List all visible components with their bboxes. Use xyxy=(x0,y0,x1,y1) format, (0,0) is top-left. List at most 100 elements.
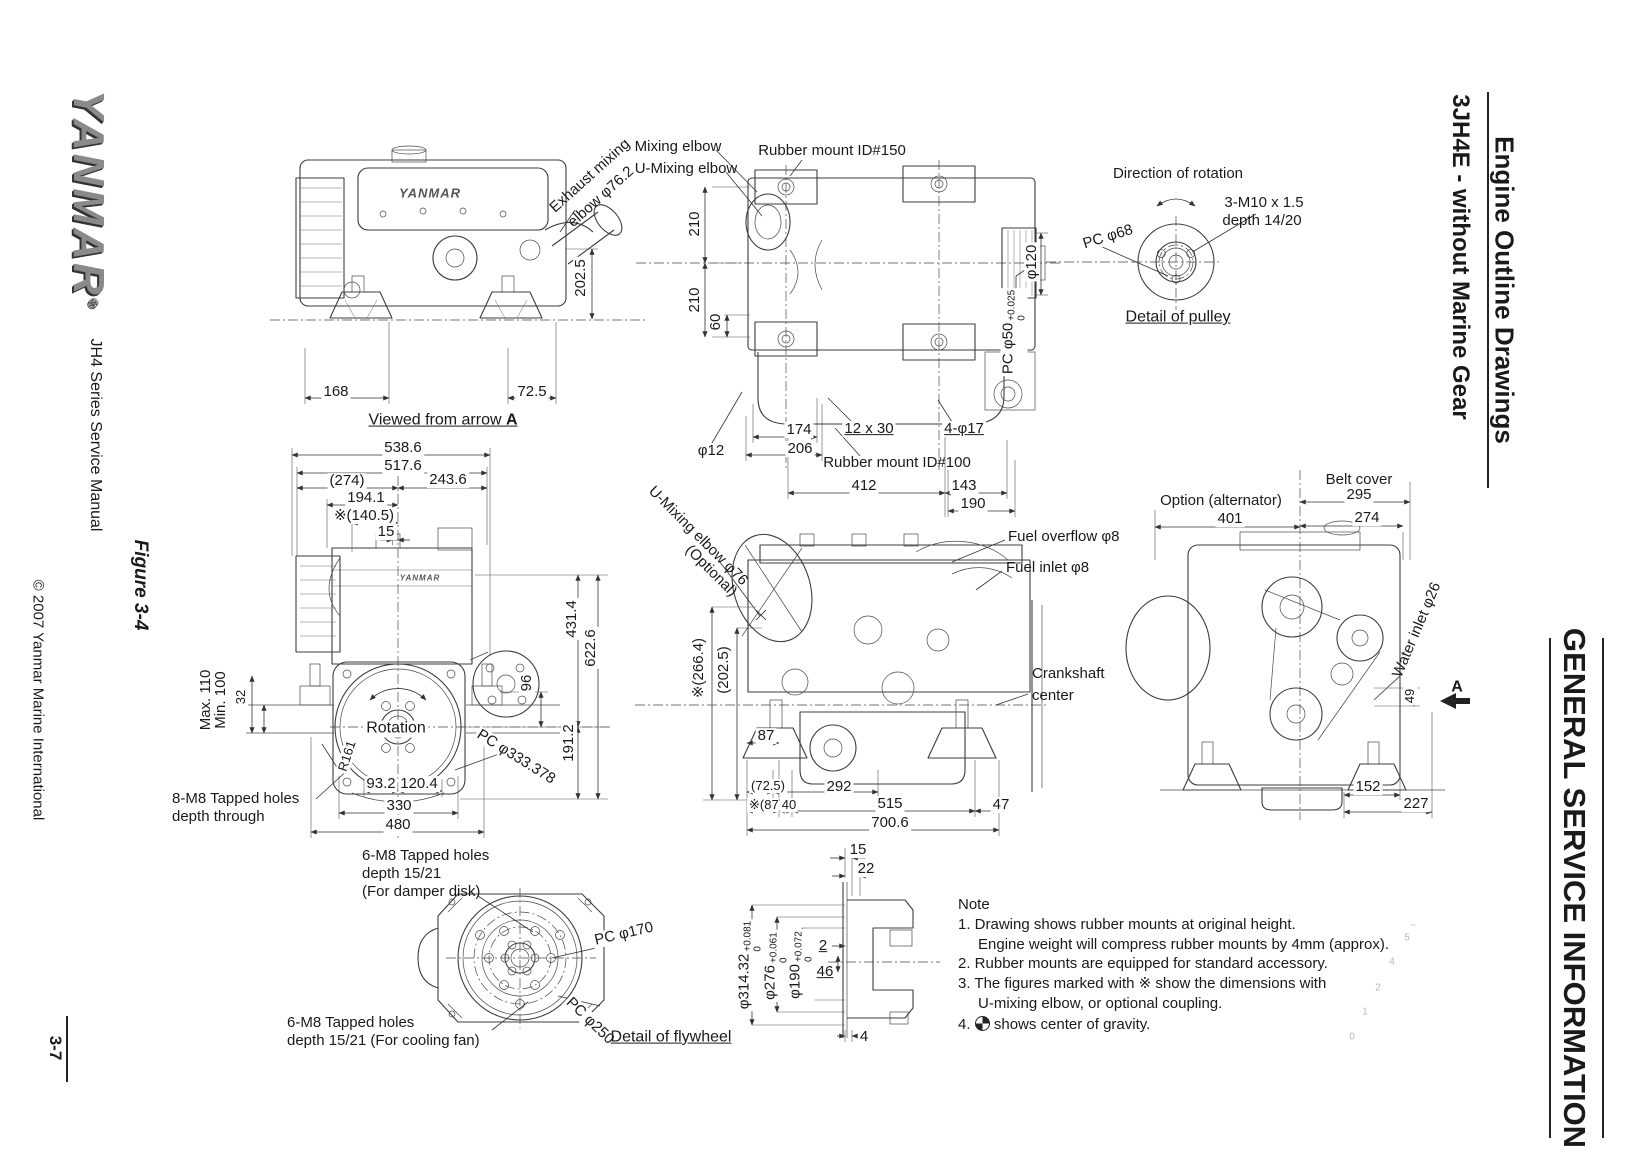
dim-87-opt: ※(87) xyxy=(746,797,786,813)
dim-480: 480 xyxy=(383,816,413,834)
note-item-4: 4. shows center of gravity. xyxy=(958,1016,1151,1033)
note-item-2: 2. Rubber mounts are equipped for standa… xyxy=(958,955,1328,972)
u-mixing-elbow-label: U-Mixing elbow xyxy=(634,160,738,178)
dim-72-5: 72.5 xyxy=(515,383,549,401)
slot-12x30-label: 12 x 30 xyxy=(842,420,896,438)
fan-tapped-line1: 6-M8 Tapped holes xyxy=(287,1014,415,1031)
option-alternator-label: Option (alternator) xyxy=(1160,492,1282,510)
dim-401: 401 xyxy=(1215,510,1245,528)
dim-15-front: 15 xyxy=(375,523,397,541)
view-arrow-a-caption: Viewed from arrow A xyxy=(368,411,518,429)
dim-700-6: 700.6 xyxy=(869,814,911,832)
dim-15-section: 15 xyxy=(847,841,869,859)
yanmar-logo: YANMAR® xyxy=(64,89,113,311)
dim-46: 46 xyxy=(814,963,836,981)
dim-266-4: ※(266.4) xyxy=(690,635,708,701)
view-pulley-art xyxy=(1046,198,1257,310)
dim-174: 174 xyxy=(784,421,814,439)
dim-120-4: 120.4 xyxy=(398,775,440,793)
dim-206: 206 xyxy=(785,440,815,458)
dim-274-paren: (274) xyxy=(327,472,367,490)
dim-72-5-side: (72.5) xyxy=(749,778,787,794)
detail-of-pulley-caption: Detail of pulley xyxy=(1125,308,1231,326)
dim-194-1: 194.1 xyxy=(345,489,387,507)
mixing-elbow-label: Mixing elbow xyxy=(634,138,722,156)
dim-292: 292 xyxy=(824,778,854,796)
dim-190: 190 xyxy=(958,495,988,513)
dim-4: 4 xyxy=(857,1028,871,1046)
dim-202-5-side: (202.5) xyxy=(715,644,733,696)
dim-210-top: 210 xyxy=(686,209,704,239)
dim-210-bottom: 210 xyxy=(686,285,704,315)
dim-143: 143 xyxy=(949,477,979,495)
dia-12-label: φ12 xyxy=(695,442,727,460)
registered-mark: ® xyxy=(86,297,102,311)
dim-274: 274 xyxy=(1352,509,1382,527)
bolt-spec-line2: depth 14/20 xyxy=(1222,212,1302,230)
dim-227: 227 xyxy=(1401,795,1431,813)
dim-22: 22 xyxy=(855,860,877,878)
fuel-overflow-label: Fuel overflow φ8 xyxy=(1008,528,1120,545)
dim-2: 2 xyxy=(816,937,830,955)
engine-brand-plate: YANMAR xyxy=(398,185,462,201)
dim-47: 47 xyxy=(990,796,1012,814)
scan-artifact: 4 xyxy=(1389,956,1395,968)
crankshaft-center-line1: Crankshaft xyxy=(1032,665,1105,682)
dim-87: 87 xyxy=(755,727,777,745)
belt-cover-label: Belt cover xyxy=(1325,471,1393,489)
scan-artifact: 1 xyxy=(1362,1006,1368,1018)
dim-60: 60 xyxy=(707,311,725,333)
dim-515: 515 xyxy=(875,795,905,813)
chapter-title: GENERAL SERVICE INFORMATION xyxy=(1557,627,1592,1149)
dim-191-2: 191.2 xyxy=(560,722,578,764)
dim-93-2: 93.2 xyxy=(364,775,398,793)
page-number: 3-7 xyxy=(46,1035,65,1061)
fan-tapped-line2: depth 15/21 (For cooling fan) xyxy=(287,1032,480,1049)
notes-title: Note xyxy=(958,896,990,913)
rotation-label: Rotation xyxy=(364,719,428,738)
tapped-8m8-line1: 8-M8 Tapped holes xyxy=(172,790,300,807)
figure-label: Figure 3-4 xyxy=(130,539,151,631)
dim-32: 32 xyxy=(233,687,249,707)
damper-tapped-line2: depth 15/21 xyxy=(362,865,442,882)
view-flywheel-art xyxy=(417,888,641,1031)
dim-330: 330 xyxy=(384,797,414,815)
dim-168: 168 xyxy=(321,383,351,401)
scan-artifact: ~ xyxy=(1410,920,1416,932)
section-title-rule xyxy=(1487,92,1489,488)
center-of-gravity-icon xyxy=(974,1016,990,1031)
arrow-a-letter: A xyxy=(505,411,518,429)
bolt-spec-line1: 3-M10 x 1.5 xyxy=(1224,194,1304,212)
dim-517-6: 517.6 xyxy=(382,457,424,475)
rubber-mount-100-label: Rubber mount ID#100 xyxy=(823,454,971,472)
holes-4-17-label: 4-φ17 xyxy=(942,420,986,438)
dim-431-4: 431.4 xyxy=(563,598,581,640)
damper-tapped-line3: (For damper disk) xyxy=(362,883,481,900)
damper-tapped-line1: 6-M8 Tapped holes xyxy=(362,847,490,864)
dim-538-6: 538.6 xyxy=(382,439,424,457)
crankshaft-center-line2: center xyxy=(1032,687,1074,704)
dim-295: 295 xyxy=(1344,486,1374,504)
note-item-1b: Engine weight will compress rubber mount… xyxy=(978,936,1389,953)
view-front-art xyxy=(246,440,612,838)
page-number-rule xyxy=(66,1016,68,1082)
scan-artifact: 2 xyxy=(1375,982,1381,994)
note-item-1a: 1. Drawing shows rubber mounts at origin… xyxy=(958,916,1296,933)
engine-brand-plate-front: YANMAR xyxy=(399,573,441,583)
tapped-8m8-line2: depth through xyxy=(172,808,265,825)
view-side-art xyxy=(635,533,1048,836)
scan-artifact: 0 xyxy=(1349,1031,1355,1043)
detail-of-flywheel-caption: Detail of flywheel xyxy=(610,1028,732,1046)
view-rear-art xyxy=(1125,470,1470,820)
direction-of-rotation-label: Direction of rotation xyxy=(1112,165,1244,183)
dim-40: 40 xyxy=(779,797,799,813)
dim-96: 96 xyxy=(518,672,536,694)
fuel-inlet-label: Fuel inlet φ8 xyxy=(1006,559,1090,576)
dia-120-label: φ120 xyxy=(1023,242,1041,282)
min-100-label: Min. 100 xyxy=(212,671,230,729)
chapter-rule-left xyxy=(1549,638,1551,1138)
